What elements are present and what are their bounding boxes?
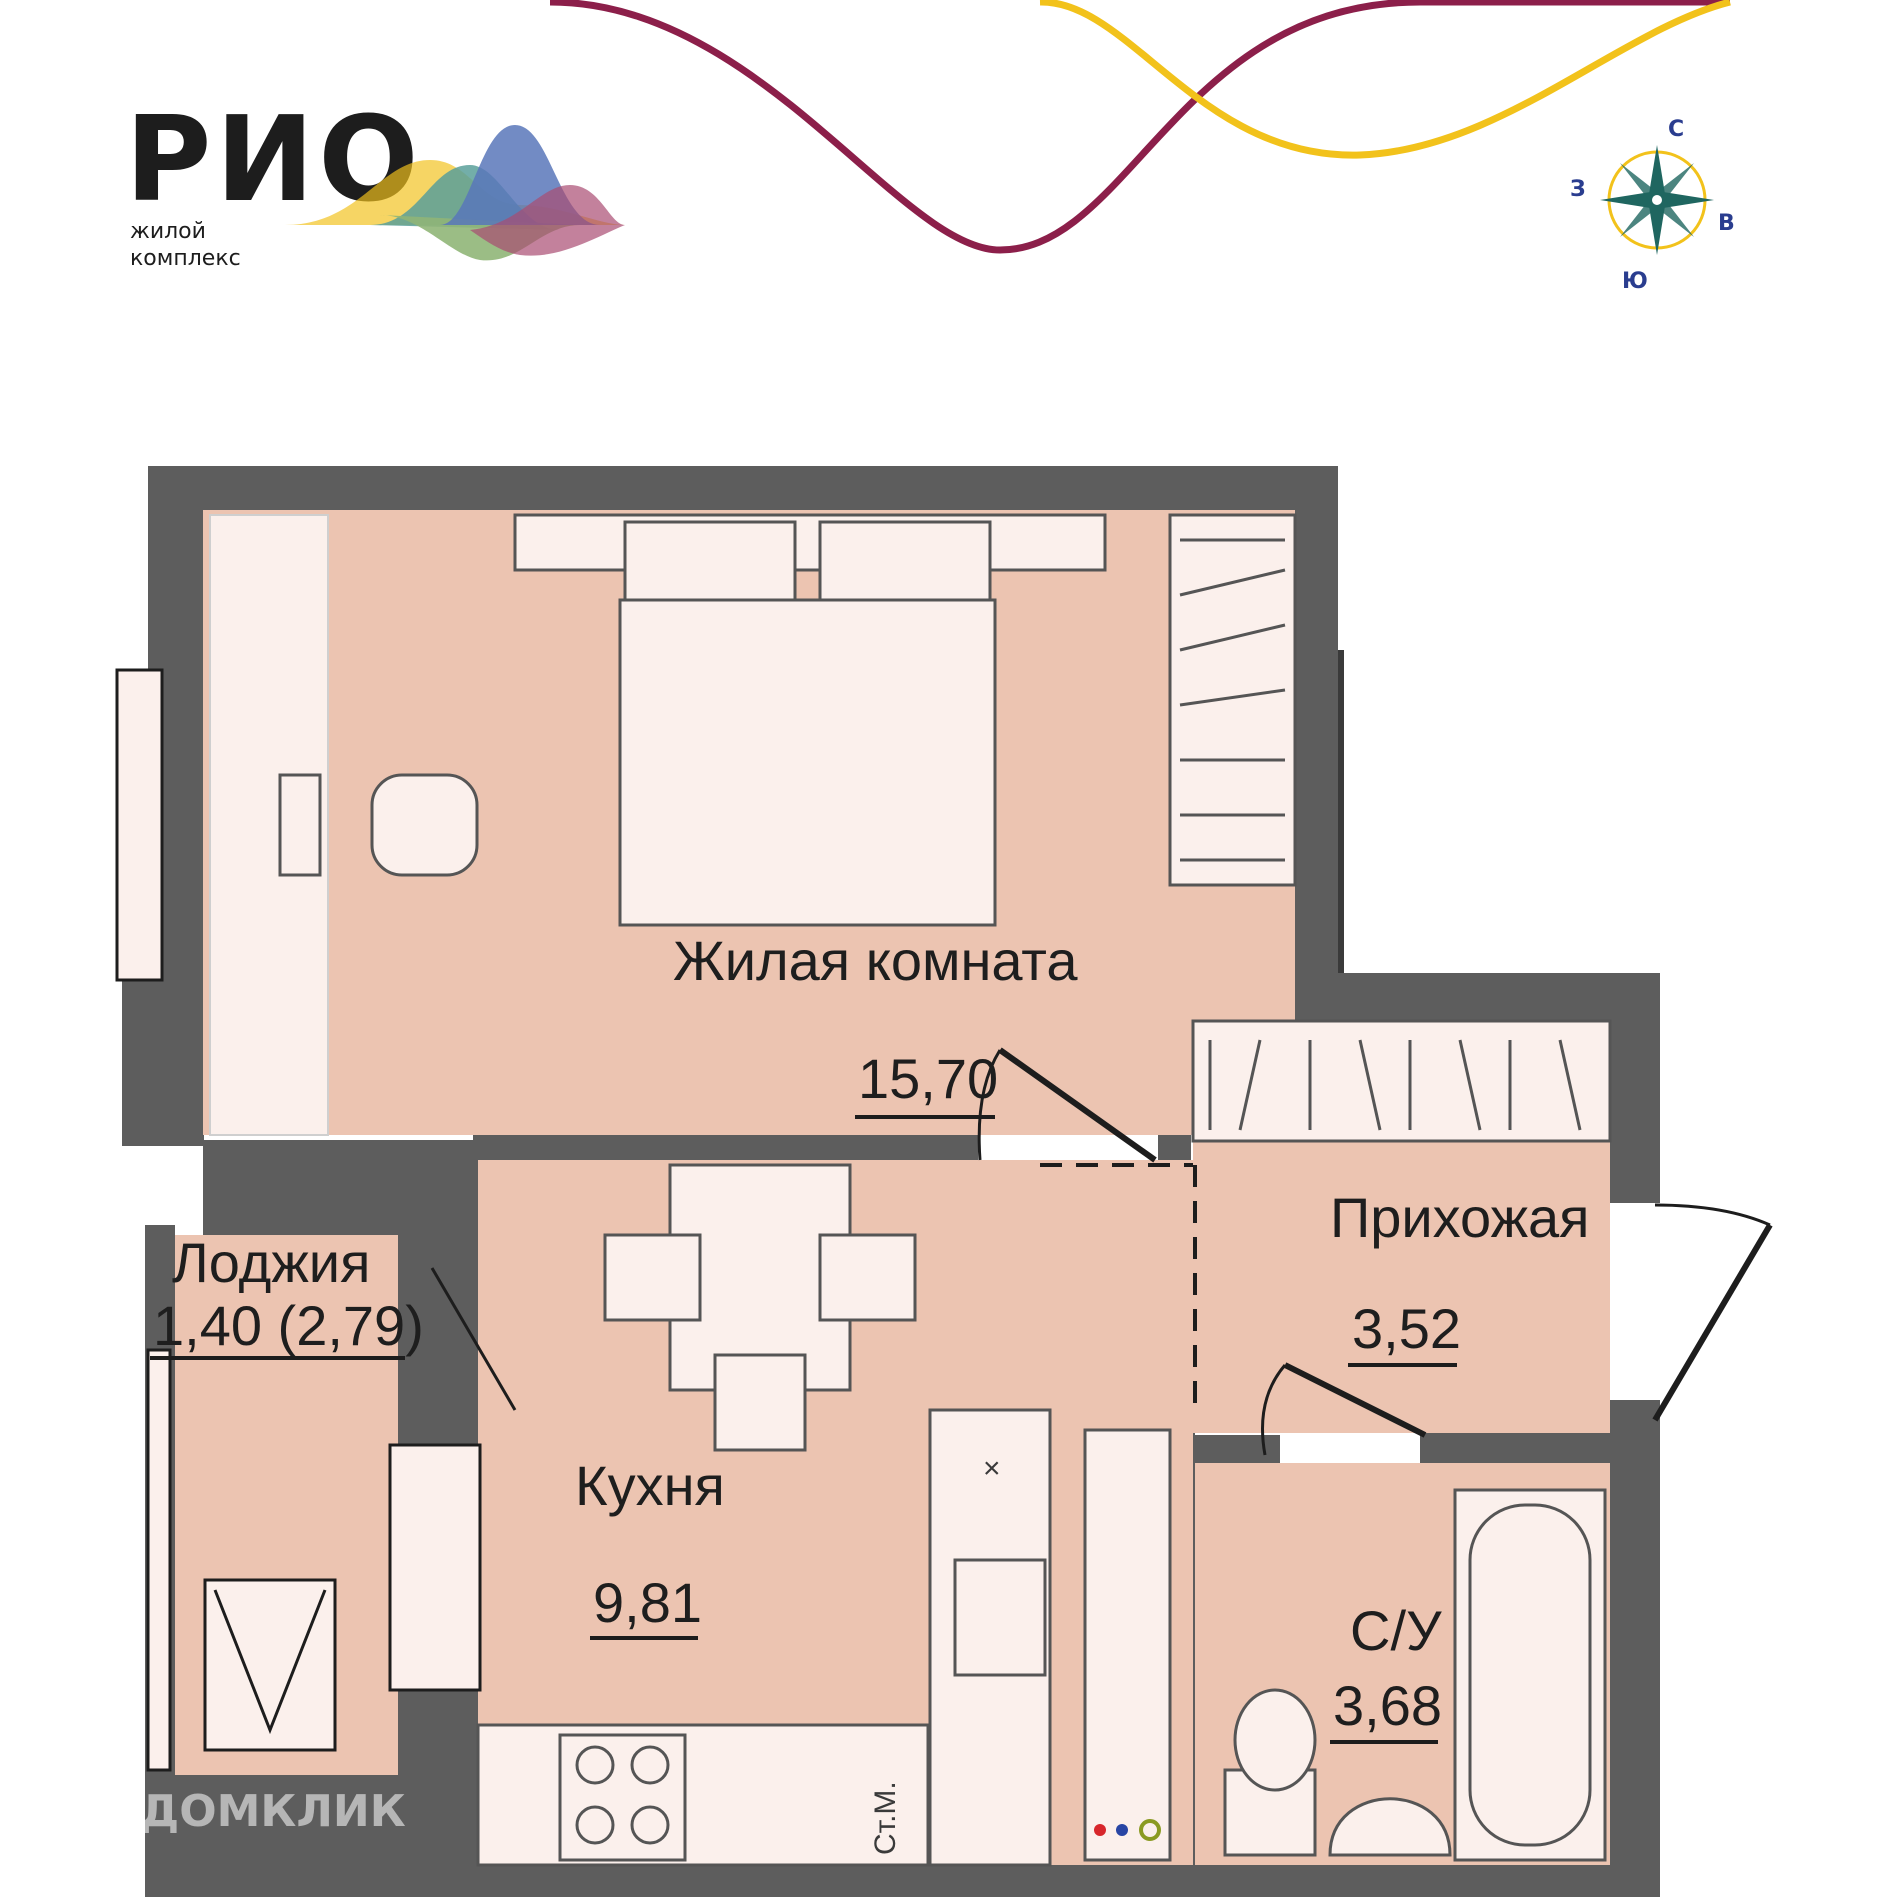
watermark: ДОМКЛИК bbox=[140, 1786, 406, 1837]
wardrobe-living-hangers bbox=[1179, 538, 1286, 862]
kitchen-area: 9,81 bbox=[593, 1571, 702, 1634]
bath-name: С/У bbox=[1350, 1599, 1442, 1662]
washer-label: Ст.М. bbox=[869, 1781, 902, 1855]
loggia-name: Лоджия bbox=[172, 1231, 370, 1294]
compass-north: С bbox=[1668, 117, 1684, 142]
kitchen-counter-bottom bbox=[476, 1723, 930, 1867]
water-riser bbox=[1083, 1428, 1172, 1862]
desk-monitor bbox=[278, 773, 322, 877]
windows bbox=[115, 668, 482, 1772]
logo-mountains-icon bbox=[285, 125, 625, 261]
living-window bbox=[115, 668, 164, 982]
compass-west: З bbox=[1570, 177, 1586, 202]
loggia-window bbox=[146, 1348, 172, 1772]
living-furniture bbox=[278, 513, 1297, 927]
doors bbox=[430, 1047, 1773, 1456]
kitchen-furniture bbox=[476, 1163, 1052, 1867]
nightstands bbox=[513, 513, 1107, 572]
hall-name: Прихожая bbox=[1330, 1186, 1590, 1249]
chair-right bbox=[818, 1233, 917, 1322]
kitchen-name: Кухня bbox=[575, 1454, 725, 1517]
fridge-mark: × bbox=[983, 1452, 1001, 1485]
loggia-area: 1,40 (2,79) bbox=[153, 1294, 424, 1357]
bath-door bbox=[1283, 1362, 1427, 1438]
loggia-door bbox=[430, 1267, 517, 1411]
kitchen-window bbox=[388, 1443, 482, 1692]
desk-chair bbox=[370, 773, 479, 877]
washbasin-icon bbox=[1328, 1797, 1452, 1857]
cooktop-burners bbox=[575, 1745, 670, 1845]
pillow-left bbox=[623, 520, 797, 604]
header-waves bbox=[549, 0, 1731, 254]
bed bbox=[618, 598, 997, 927]
brand-subtitle-line2: комплекс bbox=[130, 246, 241, 271]
sink-kitchen-icon bbox=[953, 1558, 1047, 1677]
loggia-dryer bbox=[203, 1578, 337, 1752]
toilet-icon bbox=[1233, 1688, 1317, 1792]
bath-fixtures bbox=[1083, 1428, 1607, 1862]
chair-left bbox=[603, 1233, 702, 1322]
cooktop-icon bbox=[558, 1733, 687, 1862]
living-room-area: 15,70 bbox=[858, 1047, 998, 1110]
bath-area: 3,68 bbox=[1333, 1674, 1442, 1737]
utility-dots bbox=[1094, 1819, 1161, 1841]
entrance-door bbox=[1652, 1223, 1773, 1422]
brand-subtitle-line1: жилой bbox=[130, 219, 206, 244]
compass-east: В bbox=[1718, 211, 1735, 236]
compass-south: Ю bbox=[1622, 269, 1648, 294]
living-door bbox=[998, 1047, 1157, 1163]
living-room-name: Жилая комната bbox=[673, 929, 1078, 992]
hall-wardrobe bbox=[1191, 1019, 1612, 1143]
compass-rose-icon: С Ю В З bbox=[1570, 117, 1735, 294]
chair-bottom bbox=[713, 1353, 807, 1452]
hall-area: 3,52 bbox=[1352, 1297, 1461, 1360]
wardrobe-living bbox=[1168, 513, 1297, 887]
brand-logo: РИО жилой комплекс bbox=[125, 90, 625, 271]
pillow-right bbox=[818, 520, 992, 604]
